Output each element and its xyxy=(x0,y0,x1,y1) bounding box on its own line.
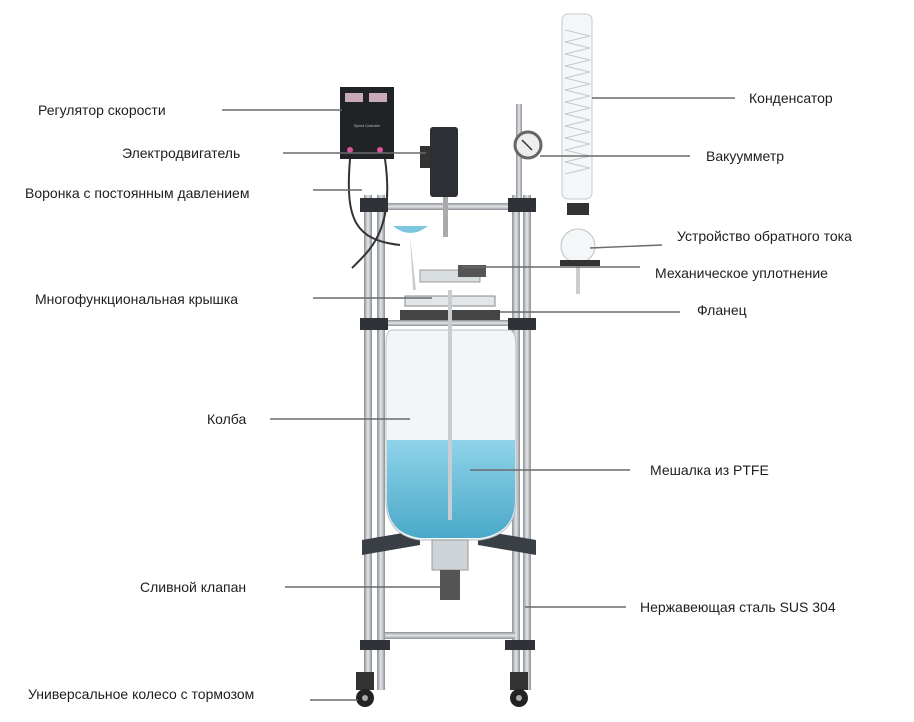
label-flask: Колба xyxy=(207,411,247,427)
label-motor: Электродвигатель xyxy=(122,145,241,161)
wheels xyxy=(356,672,528,707)
label-condenser: Конденсатор xyxy=(749,90,833,106)
leader-lines xyxy=(222,97,735,701)
label-lid: Многофункциональная крышка xyxy=(35,291,238,307)
flask xyxy=(385,290,517,600)
label-seal: Механическое уплотнение xyxy=(655,265,828,281)
vacuum-gauge xyxy=(513,130,543,160)
label-steel: Нержавеющая сталь SUS 304 xyxy=(640,599,836,615)
label-reflux: Устройство обратного тока xyxy=(677,228,852,244)
label-drain-valve: Сливной клапан xyxy=(140,579,247,595)
label-funnel: Воронка с постоянным давлением xyxy=(25,185,250,201)
speed-controller: Speed Controller xyxy=(340,87,401,269)
label-flange: Фланец xyxy=(697,302,747,318)
label-stirrer: Мешалка из PTFE xyxy=(650,462,769,478)
motor xyxy=(420,127,458,237)
label-speed-regulator: Регулятор скорости xyxy=(38,102,166,118)
controller-label: Speed Controller xyxy=(354,124,381,128)
condenser xyxy=(560,13,600,294)
funnel xyxy=(393,226,428,233)
label-wheel: Универсальное колесо с тормозом xyxy=(28,686,255,702)
label-vacuum-gauge: Вакуумметр xyxy=(706,148,785,164)
